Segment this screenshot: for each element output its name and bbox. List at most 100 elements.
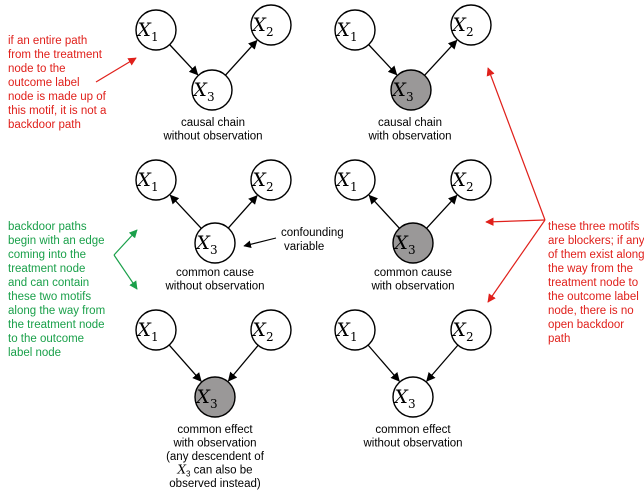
note-pointers: [95, 57, 546, 303]
note-blockers-line: the outcome label: [548, 291, 639, 303]
node-x1-circle: [334, 309, 376, 351]
node-x3: X3: [392, 222, 434, 264]
backdoor-arrow-to-fork-unobserved: [113, 229, 138, 256]
node-x3-letter: X: [392, 232, 409, 254]
node-x2-label: X2: [450, 14, 473, 39]
note-backdoor-paths-line: begin with an edge: [8, 235, 105, 247]
top-left-note-arrow: [95, 57, 137, 83]
edge-x3-to-x1: [169, 194, 202, 229]
note-backdoor-paths-line: to the outcome: [8, 333, 84, 345]
node-x2-letter: X: [250, 319, 267, 341]
node-x2-circle: [250, 309, 292, 351]
edge-x3-to-x2: [426, 194, 458, 229]
caption-inline-rest: can also be: [190, 465, 252, 477]
node-x2-subscript: 2: [466, 180, 474, 194]
node-x3-label: X3: [194, 232, 217, 257]
node-x3-circle: [191, 69, 233, 111]
node-x3-subscript: 3: [408, 397, 416, 411]
node-x3: X3: [194, 376, 236, 418]
node-x1: X1: [135, 309, 177, 351]
node-x1-label: X1: [334, 319, 357, 344]
note-backdoor-paths-line: these two motifs: [8, 291, 91, 303]
caption-inline-x3: X: [176, 463, 186, 477]
node-x3: X3: [191, 69, 233, 111]
node-x3-subscript: 3: [406, 90, 414, 104]
backdoor-arrow-to-collider-observed: [113, 254, 138, 290]
node-x2-circle: [450, 159, 492, 201]
note-backdoor-paths-line: coming into the: [8, 249, 86, 261]
edge-x1-to-x3: [169, 44, 199, 76]
node-x1-circle: [135, 159, 177, 201]
node-x3-subscript: 3: [408, 243, 416, 257]
node-x2-letter: X: [250, 169, 267, 191]
node-x1-label: X1: [334, 169, 357, 194]
node-x2-subscript: 2: [466, 330, 474, 344]
node-x2-label: X2: [450, 319, 473, 344]
node-x3-subscript: 3: [210, 397, 218, 411]
node-x3-circle: [390, 69, 432, 111]
node-x2-letter: X: [450, 319, 467, 341]
node-x1: X1: [334, 9, 376, 51]
node-x3-subscript: 3: [207, 90, 215, 104]
caption-line: with observation: [367, 131, 451, 143]
caption-line: with observation: [172, 438, 256, 450]
node-x2-circle: [250, 4, 292, 46]
edge-x3-to-x1: [368, 194, 400, 229]
caption-line: common effect: [375, 424, 451, 436]
caption-line: with observation: [370, 281, 454, 293]
node-x3-label: X3: [191, 79, 214, 104]
node-x2-subscript: 2: [266, 180, 274, 194]
node-x1-letter: X: [135, 169, 152, 191]
node-x2: X2: [250, 4, 292, 46]
node-x3-label: X3: [392, 232, 415, 257]
caption-line: without observation: [362, 438, 462, 450]
node-x3-letter: X: [194, 232, 211, 254]
node-x3: X3: [194, 222, 236, 264]
node-x1-subscript: 1: [350, 30, 358, 44]
note-blockers-line: path: [548, 333, 570, 345]
confounding-label-line-1: confounding: [281, 227, 344, 239]
caption-line: common cause: [176, 267, 254, 279]
node-x1-subscript: 1: [350, 180, 358, 194]
node-x2-subscript: 2: [266, 25, 274, 39]
edge-x3-to-x2: [424, 39, 458, 76]
edge-x2-to-x3: [227, 344, 259, 382]
blockers-arrow-to-fork-observed: [485, 217, 546, 226]
edge-x1-to-x3: [367, 344, 400, 382]
note-blockers-line: the way from the: [548, 263, 633, 275]
node-x2-label: X2: [250, 14, 273, 39]
node-x1: X1: [334, 309, 376, 351]
caption-line: common effect: [177, 424, 253, 436]
node-x2: X2: [250, 159, 292, 201]
node-x2-subscript: 2: [466, 25, 474, 39]
node-x1-label: X1: [135, 319, 158, 344]
node-x2-letter: X: [450, 14, 467, 36]
node-x1-subscript: 1: [151, 30, 159, 44]
blockers-arrow-to-chain-observed: [486, 67, 546, 221]
edge-x3-to-x2: [224, 39, 258, 76]
note-blockers-line: are blockers; if any: [548, 235, 644, 247]
caption-line: causal chain: [181, 117, 245, 129]
note-top-left-line: from the treatment: [8, 49, 103, 61]
node-x1-label: X1: [135, 19, 158, 44]
node-x1-label: X1: [135, 169, 158, 194]
node-x3-circle: [392, 222, 434, 264]
note-backdoor-paths-line: treatment node: [8, 263, 85, 275]
edge-x1-to-x3: [368, 44, 398, 76]
note-top-left-line: backdoor path: [8, 119, 81, 131]
note-blockers-line: these three motifs: [548, 221, 640, 233]
note-blockers-line: open backdoor: [548, 319, 624, 331]
node-x3-letter: X: [390, 79, 407, 101]
caption-line: (any descendent of: [166, 451, 265, 463]
confounding-pointer: [243, 237, 277, 249]
node-x2: X2: [450, 309, 492, 351]
node-x2-circle: [450, 4, 492, 46]
